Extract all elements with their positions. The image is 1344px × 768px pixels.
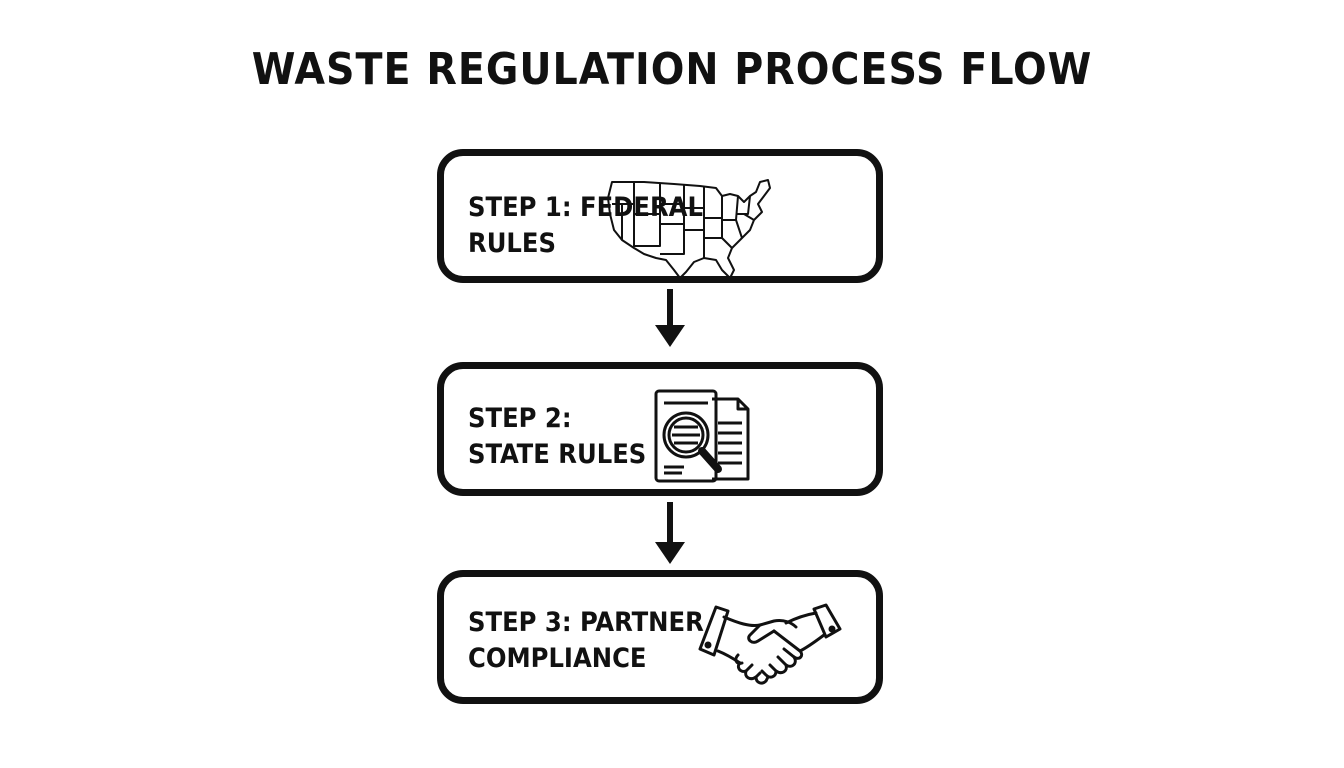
step-3-subtitle: COMPLIANCE (468, 643, 647, 674)
step-box-partner: STEP 3: PARTNER COMPLIANCE (437, 570, 883, 704)
step-2-subtitle: STATE RULES (468, 439, 647, 470)
step-3-title: STEP 3: PARTNER (468, 607, 704, 638)
down-arrow-icon (655, 502, 685, 564)
step-box-state: STEP 2: STATE RULES (437, 362, 883, 496)
down-arrow-icon (655, 289, 685, 347)
us-map-icon (607, 179, 771, 279)
step-label-partner: STEP 3: PARTNER COMPLIANCE (468, 605, 704, 677)
step-label-state: STEP 2: STATE RULES (468, 401, 646, 473)
step-box-federal: STEP 1: FEDERAL RULES (437, 149, 883, 283)
step-label-federal: STEP 1: FEDERAL RULES (468, 190, 703, 262)
document-search-icon (654, 389, 750, 483)
handshake-icon (698, 603, 842, 685)
step-1-title: STEP 1: FEDERAL (468, 192, 703, 223)
step-1-subtitle: RULES (468, 228, 557, 259)
step-2-title: STEP 2: (468, 403, 572, 434)
page-title: WASTE REGULATION PROCESS FLOW (251, 44, 1093, 95)
